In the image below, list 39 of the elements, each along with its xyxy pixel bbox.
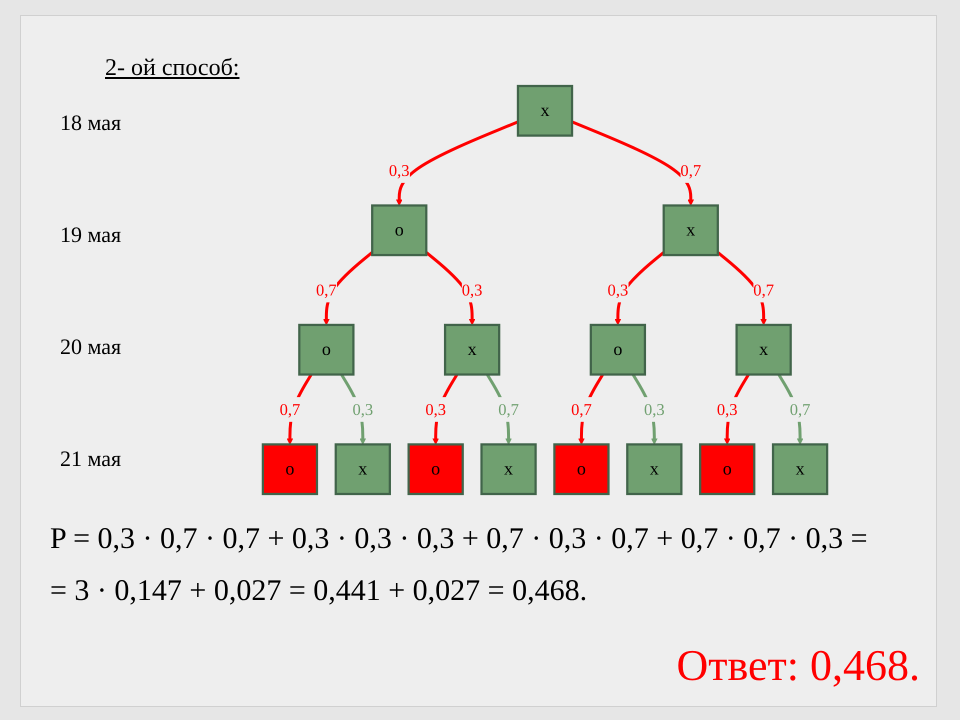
edge-label: 0,3 <box>716 400 738 419</box>
node-box: o <box>699 443 756 496</box>
node-box: x <box>735 324 792 376</box>
node-box: x <box>626 443 682 496</box>
date-label: 21 мая <box>60 446 122 472</box>
node-box: o <box>262 443 318 496</box>
node-box: o <box>408 443 464 496</box>
date-label: 18 мая <box>60 110 122 136</box>
date-label: 20 мая <box>60 334 122 360</box>
edge-label: 0,7 <box>790 400 810 419</box>
edge-label: 0,3 <box>425 400 446 419</box>
edge-label: 0,7 <box>680 161 702 180</box>
node-box: x <box>480 443 537 496</box>
node-box: o <box>298 324 355 376</box>
edge-label: 0,7 <box>316 280 337 300</box>
heading: 2- ой способ: <box>105 55 240 82</box>
node-box: x <box>516 84 574 137</box>
node-box: o <box>371 204 428 256</box>
formula-text: = 3 · 0,147 + 0,027 = 0,441 + 0,027 = 0,468. <box>50 574 588 608</box>
edge-label: 0,7 <box>753 280 774 300</box>
node-box: x <box>444 324 500 376</box>
arrow <box>396 120 519 206</box>
node-box: o <box>590 324 646 376</box>
edge-label: 0,7 <box>498 400 519 419</box>
edge-label: 0,7 <box>280 400 300 419</box>
node-box: x <box>334 443 391 496</box>
edge-label: 0,3 <box>608 280 628 300</box>
edge-label: 0,3 <box>644 400 665 419</box>
edge-label: 0,3 <box>388 161 410 180</box>
date-label: 19 мая <box>60 222 122 248</box>
answer-text: Ответ: 0,468. <box>676 640 920 691</box>
formula-text: P = 0,3 · 0,7 · 0,7 + 0,3 · 0,3 · 0,3 + 0,7 · 0,3 · 0,7 + 0,7 · 0,7 · 0,3 = <box>50 522 868 556</box>
node-box: x <box>662 204 719 256</box>
node-box: o <box>553 443 610 496</box>
edge-label: 0,3 <box>462 280 482 300</box>
node-box: x <box>772 443 828 496</box>
edge-label: 0,7 <box>571 400 592 419</box>
arrow <box>571 120 694 206</box>
edge-label: 0,3 <box>352 400 374 419</box>
